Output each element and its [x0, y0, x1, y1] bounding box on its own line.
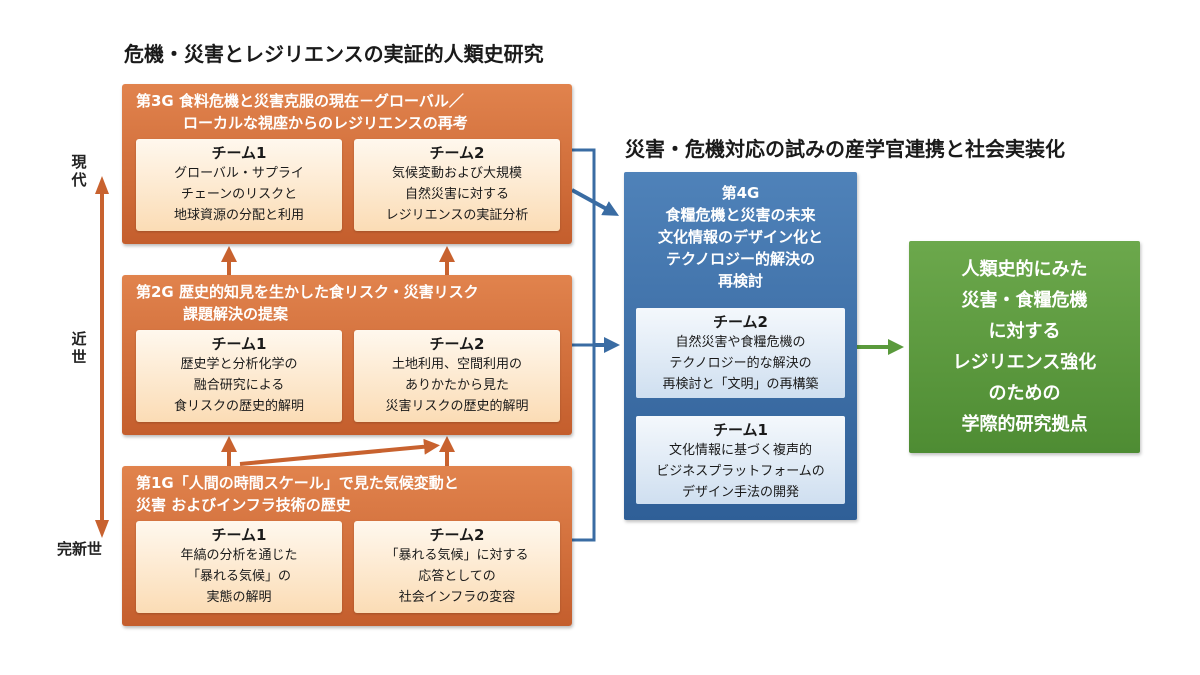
- goal-text: 人類史的にみた 災害・食糧危機 に対する レジリエンス強化 のための 学際的研究…: [952, 259, 1097, 435]
- goal-box: 人類史的にみた 災害・食糧危機 に対する レジリエンス強化 のための 学際的研究…: [909, 241, 1140, 453]
- team-description: 土地利用、空間利用の ありかたから見た 災害リスクの歴史的解明: [385, 357, 529, 414]
- arrow-g3-to-g4: [571, 188, 620, 216]
- group-3-team-1: チーム1 グローバル・サプライ チェーンのリスクと 地球資源の分配と利用: [136, 139, 342, 231]
- team-name: チーム1: [211, 335, 267, 353]
- group-2-box: 第2G 歴史的知見を生かした食リスク・災害リスク 課題解決の提案 チーム1 歴史…: [122, 275, 572, 435]
- team-name: チーム2: [713, 313, 768, 331]
- group-3-title-line2: ローカルな視座からのレジリエンスの再考: [183, 114, 468, 132]
- group-1-title: 第1G「人間の時間スケール」で見た気候変動と 災害 およびインフラ技術の歴史: [136, 472, 564, 516]
- team-description: 気候変動および大規模 自然災害に対する レジリエンスの実証分析: [385, 166, 529, 223]
- group-4-team-2: チーム2 自然災害や食糧危機の テクノロジー的な解決の 再検討と「文明」の再構築: [636, 308, 845, 398]
- era-label-modern: 現代: [71, 153, 87, 189]
- group-2-title-line1: 第2G 歴史的知見を生かした食リスク・災害リスク: [136, 283, 479, 301]
- group-1-team-1: チーム1 年縞の分析を通じた 「暴れる気候」の 実態の解明: [136, 521, 342, 613]
- group-2-team-1: チーム1 歴史学と分析化学の 融合研究による 食リスクの歴史的解明: [136, 330, 342, 422]
- group-2-title-line2: 課題解決の提案: [183, 305, 289, 323]
- timeline-arrowhead-down: [95, 520, 109, 538]
- group-1-title-line1: 第1G「人間の時間スケール」で見た気候変動と: [136, 474, 459, 492]
- group-3-title: 第3G 食料危機と災害克服の現在－グローバル／ ローカルな視座からのレジリエンス…: [136, 90, 564, 134]
- era-label-early-modern: 近世: [71, 330, 87, 366]
- team-name: チーム2: [429, 335, 485, 353]
- left-section-title: 危機・災害とレジリエンスの実証的人類史研究: [124, 42, 544, 66]
- team-name: チーム1: [211, 526, 267, 544]
- group-3-title-line1: 第3G 食料危機と災害克服の現在－グローバル／: [136, 92, 464, 110]
- team-description: グローバル・サプライ チェーンのリスクと 地球資源の分配と利用: [173, 166, 304, 223]
- team-description: 「暴れる気候」に対する 応答としての 社会インフラの変容: [385, 548, 529, 605]
- team-description: 文化情報に基づく複声的 ビジネスプラットフォームの デザイン手法の開発: [656, 443, 825, 500]
- group-3-team-2: チーム2 気候変動および大規模 自然災害に対する レジリエンスの実証分析: [354, 139, 560, 231]
- team-name: チーム2: [429, 144, 485, 162]
- group-4-title: 第4G 食糧危機と災害の未来 文化情報のデザイン化と テクノロジー的解決の 再検…: [657, 184, 823, 290]
- team-description: 自然災害や食糧危機の テクノロジー的な解決の 再検討と「文明」の再構築: [662, 335, 819, 392]
- era-label-holocene: 完新世: [57, 540, 103, 558]
- group-1-team-2: チーム2 「暴れる気候」に対する 応答としての 社会インフラの変容: [354, 521, 560, 613]
- arrow-g1-diagonal: [239, 438, 440, 466]
- team-description: 年縞の分析を通じた 「暴れる気候」の 実態の解明: [180, 548, 298, 605]
- group-2-title: 第2G 歴史的知見を生かした食リスク・災害リスク 課題解決の提案: [136, 281, 564, 325]
- timeline-arrowhead-up: [95, 176, 109, 194]
- group-3-box: 第3G 食料危機と災害克服の現在－グローバル／ ローカルな視座からのレジリエンス…: [122, 84, 572, 244]
- team-name: チーム1: [713, 421, 768, 439]
- team-description: 歴史学と分析化学の 融合研究による 食リスクの歴史的解明: [173, 357, 304, 414]
- team-name: チーム2: [429, 526, 485, 544]
- team-name: チーム1: [211, 144, 267, 162]
- right-section-title: 災害・危機対応の試みの産学官連携と社会実装化: [625, 137, 1065, 161]
- group-2-team-2: チーム2 土地利用、空間利用の ありかたから見た 災害リスクの歴史的解明: [354, 330, 560, 422]
- group-1-box: 第1G「人間の時間スケール」で見た気候変動と 災害 およびインフラ技術の歴史 チ…: [122, 466, 572, 626]
- group-4-box: 第4G 食糧危機と災害の未来 文化情報のデザイン化と テクノロジー的解決の 再検…: [624, 172, 857, 520]
- group-1-title-line2: 災害 およびインフラ技術の歴史: [136, 496, 351, 514]
- group-4-team-1: チーム1 文化情報に基づく複声的 ビジネスプラットフォームの デザイン手法の開発: [636, 416, 845, 504]
